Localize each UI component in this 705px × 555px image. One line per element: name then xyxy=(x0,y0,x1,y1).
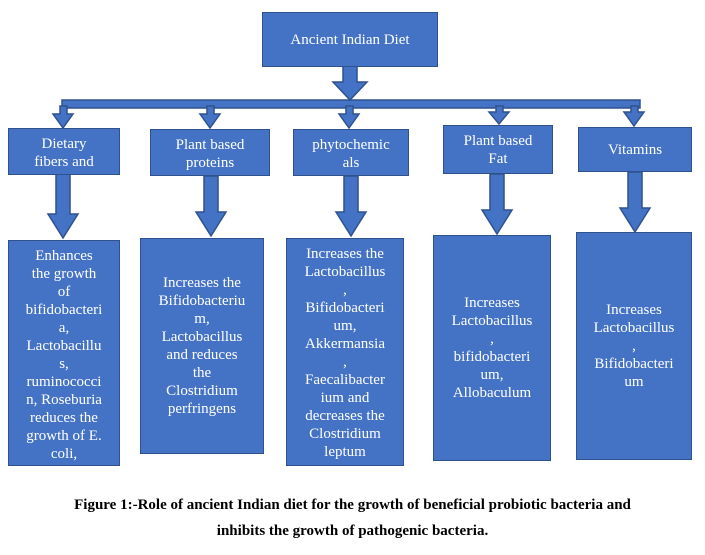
effect-line: the growth xyxy=(31,266,97,282)
effect-line: Increases the xyxy=(163,275,241,291)
effect-line: Bifidobacteri xyxy=(594,356,674,372)
effect-line: perfringens xyxy=(167,401,237,417)
effect-line: m, xyxy=(194,311,210,327)
effect-line: , xyxy=(343,354,347,370)
effect-line: Enhances xyxy=(35,248,93,264)
effect-line: decreases the xyxy=(305,408,385,424)
effect-line: um, xyxy=(480,367,504,383)
arrow-to-dietary-fibers xyxy=(51,105,75,130)
category-label: Dietary fibers and ... xyxy=(34,136,94,174)
category-vitamins: Vitamins xyxy=(578,127,692,172)
effect-line: Lactobacillu xyxy=(26,338,102,354)
effect-line: growth of E. xyxy=(26,428,102,444)
effect-line: coli, xyxy=(50,446,78,462)
effect-text: Enhances the growth of bifidobacteri a, … xyxy=(9,247,119,465)
effect-text: Increases the Bifidobacteriu m, Lactobac… xyxy=(159,274,246,418)
effect-line: Clostridium xyxy=(309,426,381,442)
effect-line: ruminococci xyxy=(26,374,102,390)
arrow-to-vitamins xyxy=(622,105,646,128)
effect-phytochemicals: Increases the Lactobacillus , Bifidobact… xyxy=(286,238,404,466)
category-dietary-fibers: Dietary fibers and ... xyxy=(8,128,120,175)
category-label: Vitamins xyxy=(607,141,663,158)
effect-line: Akkermansia xyxy=(305,336,385,352)
effect-line: um, xyxy=(333,318,357,334)
effect-line: and reduces xyxy=(166,347,238,363)
effect-line: the xyxy=(192,365,212,381)
effect-plant-fat: Increases Lactobacillus , bifidobacteri … xyxy=(433,235,551,461)
arrow-plant-fat-effect xyxy=(480,173,514,236)
arrow-to-phytochemicals xyxy=(337,105,361,130)
effect-vitamins: Increases Lactobacillus , Bifidobacteri … xyxy=(576,232,692,460)
category-plant-fat: Plant based Fat xyxy=(443,125,553,174)
effect-line: ... xyxy=(58,463,69,465)
effect-line: Increases the xyxy=(306,246,384,262)
effect-line: a, xyxy=(58,320,70,336)
effect-line: bifidobacteri xyxy=(25,302,103,318)
effect-line: Increases xyxy=(464,295,520,311)
root-down-arrow xyxy=(331,65,369,102)
effect-line: n, Roseburia xyxy=(26,392,102,408)
effect-line: Bifidobacteriu xyxy=(158,293,246,309)
arrow-dietary-fibers-effect xyxy=(46,173,80,240)
effect-line: leptum xyxy=(324,444,366,460)
category-label: Plant based proteins xyxy=(175,137,245,171)
effect-line: Lactobacillus xyxy=(451,313,533,329)
effect-line: reduces the xyxy=(30,410,98,426)
effect-line: , xyxy=(343,282,347,298)
effect-plant-proteins: Increases the Bifidobacteriu m, Lactobac… xyxy=(140,238,264,454)
effect-line: um xyxy=(624,374,644,390)
effect-line: Lactobacillus xyxy=(304,264,386,280)
figure-caption-line-2: inhibits the growth of pathogenic bacter… xyxy=(216,523,489,539)
effect-line: Lactobacillus xyxy=(161,329,243,345)
effect-text: Increases Lactobacillus , Bifidobacteri … xyxy=(594,301,675,391)
category-phytochemicals: phytochemic als xyxy=(293,129,409,176)
effect-text: Increases the Lactobacillus , Bifidobact… xyxy=(287,245,403,461)
arrow-to-plant-proteins xyxy=(198,105,222,130)
arrow-plant-proteins-effect xyxy=(194,175,228,238)
root-node: Ancient Indian Diet xyxy=(262,12,438,67)
category-label: Plant based Fat xyxy=(463,133,533,167)
category-plant-proteins: Plant based proteins xyxy=(150,129,270,176)
figure-caption-line-1: Figure 1:-Role of ancient Indian diet fo… xyxy=(74,497,631,513)
category-label: phytochemic als xyxy=(312,137,390,171)
effect-line: , xyxy=(490,331,494,347)
effect-line: Increases xyxy=(606,302,662,318)
effect-line: Bifidobacteri xyxy=(305,300,385,316)
root-label: Ancient Indian Diet xyxy=(290,31,410,48)
effect-line: s, xyxy=(59,356,69,372)
arrow-phytochemicals-effect xyxy=(334,175,368,238)
effect-dietary-fibers: Enhances the growth of bifidobacteri a, … xyxy=(8,240,120,466)
effect-line: Clostridium xyxy=(166,383,238,399)
arrow-to-plant-fat xyxy=(487,105,511,126)
effect-line: ium and xyxy=(320,390,370,406)
effect-text: Increases Lactobacillus , bifidobacteri … xyxy=(452,294,533,402)
effect-line: bifidobacteri xyxy=(453,349,531,365)
effect-line: , xyxy=(632,338,636,354)
effect-line: of xyxy=(57,284,71,300)
effect-line: Faecalibacter xyxy=(305,372,385,388)
arrow-vitamins-effect xyxy=(618,171,652,234)
effect-line: Allobaculum xyxy=(452,385,532,401)
effect-line: Lactobacillus xyxy=(593,320,675,336)
